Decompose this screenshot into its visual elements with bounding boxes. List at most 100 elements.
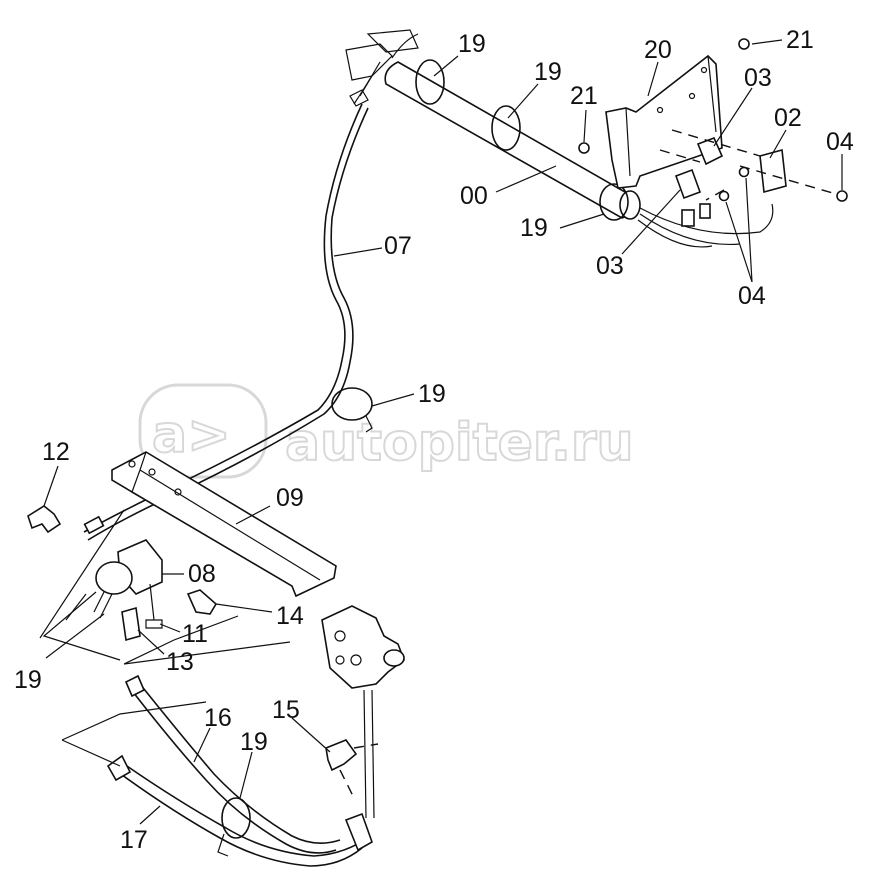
channel-bar-edge <box>131 451 321 581</box>
bolt-21-top <box>738 38 750 50</box>
block-bolt-11 <box>145 583 163 629</box>
nut-04-c <box>836 190 848 202</box>
leader-19-low <box>239 751 253 799</box>
callout-16: 16 <box>204 704 232 732</box>
elbow-fitting-12 <box>27 505 62 534</box>
leader-11 <box>159 623 181 633</box>
channel-bar-hole-1 <box>128 460 136 468</box>
leader-20 <box>647 61 659 97</box>
callout-08: 08 <box>188 560 216 588</box>
switch-02 <box>759 148 787 194</box>
ref-bracket-upper <box>39 509 125 661</box>
leader-19-top2 <box>507 83 539 119</box>
harness-clamp-tab <box>365 415 373 433</box>
solenoid-block-08 <box>65 539 163 642</box>
callout-11: 11 <box>182 620 208 648</box>
leader-19-left <box>45 613 105 659</box>
leader-19-right <box>559 213 605 229</box>
callout-19-top1: 19 <box>458 30 486 58</box>
top-wires <box>353 33 419 105</box>
callout-13: 13 <box>166 648 194 676</box>
bracket-hole-3 <box>700 66 708 74</box>
leader-15 <box>291 717 331 753</box>
hose-clamp-tab <box>217 833 229 857</box>
nut-04-b <box>718 190 730 202</box>
hose-clamp-19 <box>221 797 251 839</box>
valve-body <box>321 605 405 689</box>
leader-07 <box>333 247 383 257</box>
callout-07: 07 <box>384 232 412 260</box>
valve-knob <box>383 649 405 667</box>
bracket-hole-1 <box>656 106 664 114</box>
channel-bar-09 <box>111 451 337 598</box>
bolt-21-left <box>578 142 590 154</box>
leader-12 <box>43 465 59 507</box>
callout-19-mid: 19 <box>418 380 446 408</box>
callout-03-low: 03 <box>596 252 624 280</box>
mounting-bracket <box>605 54 723 189</box>
harness-clamp-mid <box>331 387 373 421</box>
tube-end-wires <box>637 203 774 248</box>
watermark-logo-frame <box>138 383 268 479</box>
relay-lower <box>674 168 702 200</box>
callout-20: 20 <box>644 36 672 64</box>
tube-clamp-2 <box>491 105 521 151</box>
callout-04-right: 04 <box>826 128 854 156</box>
callout-17: 17 <box>120 826 148 854</box>
leader-16 <box>193 727 211 763</box>
watermark-site-text: autopiter.ru <box>285 413 634 473</box>
callout-14: 14 <box>276 602 304 630</box>
tube-clamp-3 <box>599 183 629 221</box>
relay-plug-2 <box>699 203 711 219</box>
hose-end-17 <box>106 754 132 782</box>
leader-19-top1 <box>433 55 459 77</box>
callout-03-top: 03 <box>744 64 772 92</box>
main-tube <box>384 61 638 219</box>
leader-00 <box>495 165 557 193</box>
tube-clamp-1 <box>415 59 445 105</box>
channel-bar-hole-2 <box>148 468 156 476</box>
top-connectors <box>345 29 419 107</box>
main-tube-assembly <box>345 29 774 248</box>
channel-bar <box>111 451 337 598</box>
ref-bracket-lower <box>61 701 207 767</box>
leader-04-low <box>725 177 753 283</box>
fitting-15-dash <box>339 743 379 799</box>
callout-04-low: 04 <box>738 282 766 310</box>
pressure-sensor-14 <box>186 589 218 615</box>
fitting-13 <box>121 606 141 642</box>
leader-21-left <box>583 109 587 143</box>
valve-housing <box>321 605 405 689</box>
valve-port-3 <box>335 655 345 665</box>
valve-pipe <box>363 689 375 819</box>
leader-03-low <box>621 189 681 255</box>
callout-19-low: 19 <box>240 728 268 756</box>
tee-fitting-15 <box>325 739 358 772</box>
hose-17-a <box>117 771 363 867</box>
callout-21-top: 21 <box>786 26 814 54</box>
nut-04-a <box>738 166 750 178</box>
leader-03-top <box>713 87 753 147</box>
channel-bar-hole-3 <box>174 488 182 496</box>
callout-21-left: 21 <box>570 82 598 110</box>
relay-upper <box>696 136 724 166</box>
leader-02 <box>769 129 787 159</box>
callout-19-top2: 19 <box>534 58 562 86</box>
callout-12: 12 <box>42 438 70 466</box>
bracket-assembly <box>578 38 848 227</box>
bracket-dash-lines <box>659 129 837 201</box>
callout-02: 02 <box>774 104 802 132</box>
leader-21-top <box>751 39 783 45</box>
leader-13 <box>137 629 165 655</box>
hose-17-b <box>123 763 371 857</box>
valve-port-2 <box>350 654 362 666</box>
watermark-logo-text: a> <box>152 405 231 465</box>
solenoid-wires <box>65 591 113 621</box>
harness-end-connector <box>83 515 105 535</box>
callout-15: 15 <box>272 696 300 724</box>
hose-end-16 <box>124 674 146 698</box>
solenoid-body <box>95 561 133 595</box>
ref-bracket-mid <box>123 615 291 665</box>
callout-labels: 19 19 20 21 21 03 02 04 00 19 03 04 07 1… <box>14 26 854 854</box>
